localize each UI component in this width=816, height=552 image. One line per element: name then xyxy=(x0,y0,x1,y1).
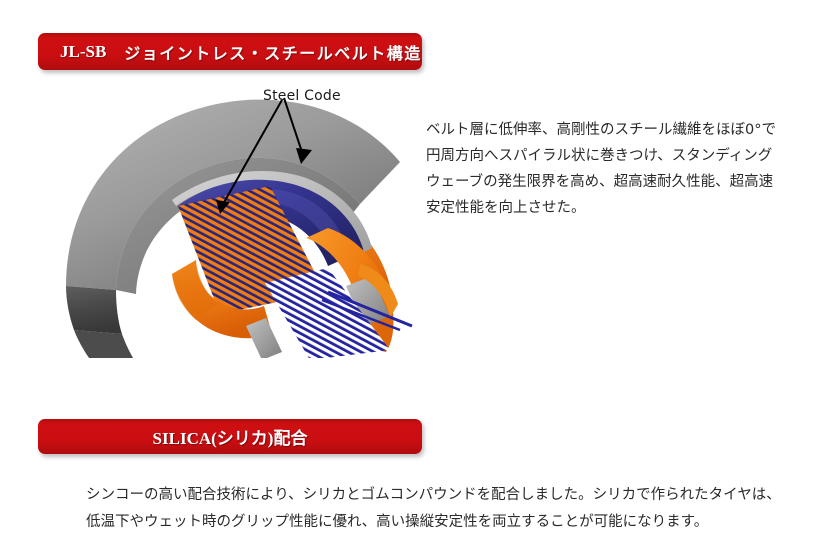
callout-arrow-line-right xyxy=(283,97,303,153)
tire-tread-outer xyxy=(66,99,400,291)
banner-title-label: ジョイントレス・スチールベルト構造 xyxy=(124,43,422,63)
tire-cutaway-illustration xyxy=(60,78,430,358)
callout-arrow-head-right xyxy=(296,148,312,164)
bead-core-left xyxy=(246,318,282,358)
silica-description: シンコーの高い配合技術により、シリカとゴムコンパウンドを配合しました。シリカで作… xyxy=(86,487,781,530)
steel-cord-stray-2 xyxy=(321,298,401,332)
carcass-bead-wrap-right xyxy=(358,264,398,318)
callout-arrow-head-left xyxy=(216,200,230,214)
steel-code-callout-label: Steel Code xyxy=(263,88,341,104)
tread-shoulder-edge xyxy=(172,170,372,252)
steel-cord-stray xyxy=(327,290,413,328)
tire-inner-face-2 xyxy=(74,330,134,358)
banner-code-label: JL-SB xyxy=(60,41,107,61)
callout-arrow-line-left xyxy=(221,99,283,207)
tire-inner-face xyxy=(66,286,122,334)
carcass-orange-lower-left-shade xyxy=(172,260,218,320)
callout-arrows xyxy=(221,97,303,207)
banner-silica-label: SILICA(シリカ)配合 xyxy=(152,429,308,448)
section-banner-silica: SILICA(シリカ)配合 xyxy=(38,419,422,454)
section-banner-jl-sb: JL-SB ジョイントレス・スチールベルト構造 xyxy=(38,33,422,70)
jl-sb-description: ベルト層に低伸率、高剛性のスチール繊維をほぼ0°で 円周方向へスパイラル状に巻き… xyxy=(426,122,776,216)
